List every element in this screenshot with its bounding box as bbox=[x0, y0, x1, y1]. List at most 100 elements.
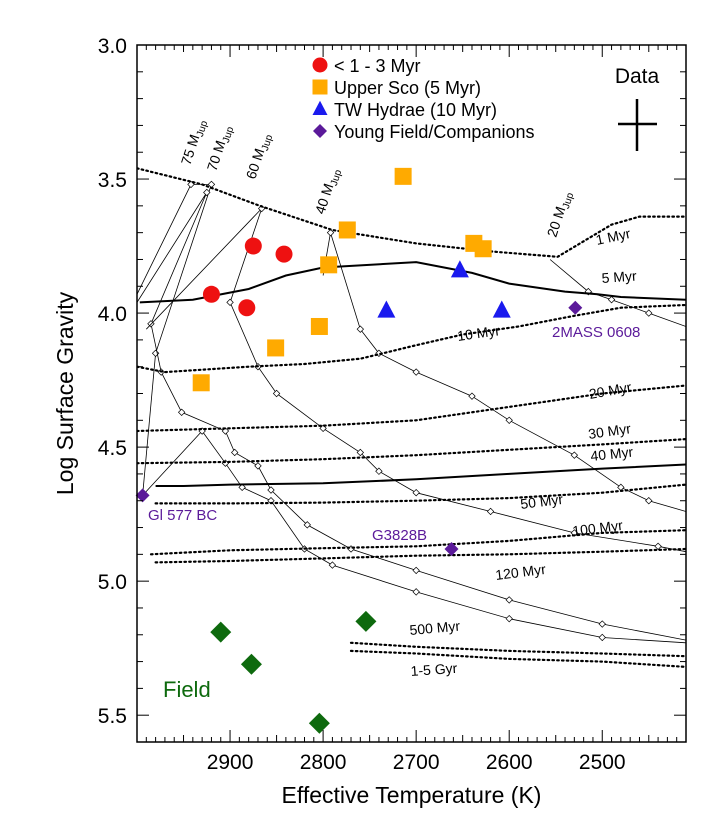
mass-label-40-m: 40 MJup bbox=[312, 166, 345, 217]
mass-track-node bbox=[303, 521, 311, 529]
legend-marker-tw-hydrae-10-myr bbox=[312, 100, 328, 115]
y-axis-label: Log Surface Gravity bbox=[52, 291, 78, 495]
mass-track-node bbox=[177, 408, 186, 416]
error-bar-key: Data bbox=[615, 65, 660, 151]
isochrone-label-10-myr: 10 Myr bbox=[456, 322, 501, 344]
mass-track-node bbox=[598, 633, 606, 642]
mass-track-node bbox=[319, 424, 327, 433]
data-point-upper-sco-5-myr bbox=[394, 167, 412, 185]
isochrone-30-myr bbox=[137, 438, 686, 465]
legend-label-young-field-companions: Young Field/Companions bbox=[334, 122, 534, 142]
mass-label-70-m: 70 MJup bbox=[204, 123, 237, 174]
mass-track-node bbox=[326, 228, 335, 237]
isochrone-500-myr bbox=[349, 641, 686, 658]
data-point-field bbox=[355, 610, 377, 632]
mass-label-20-m: 20 MJup bbox=[544, 189, 577, 240]
isochrone-40-myr bbox=[155, 463, 686, 487]
y-tick-label: 3.0 bbox=[98, 35, 127, 58]
mass-track-node bbox=[375, 467, 383, 475]
data-point-upper-sco-5-myr bbox=[310, 317, 328, 335]
legend-marker-young-field-companions bbox=[313, 124, 327, 138]
data-point-upper-sco-5-myr bbox=[267, 339, 285, 357]
annotation-g3828b: G3828B bbox=[372, 527, 427, 544]
annotation-gl-577-bc: Gl 577 BC bbox=[148, 507, 217, 524]
data-point-1-3-myr bbox=[202, 285, 220, 303]
x-axis-label: Effective Temperature (K) bbox=[282, 782, 542, 808]
mass-track-node bbox=[412, 368, 420, 376]
isochrone-label-1-5-gyr: 1-5 Gyr bbox=[410, 660, 458, 679]
mass-track-node bbox=[412, 566, 420, 575]
data-point-young-field-companions bbox=[135, 488, 150, 503]
y-tick-label: 5.5 bbox=[98, 705, 127, 728]
isochrone-label-20-myr: 20 Myr bbox=[588, 379, 633, 402]
x-tick-label: 2600 bbox=[486, 751, 533, 774]
isochrones bbox=[137, 167, 686, 669]
annotation-2mass-0608: 2MASS 0608 bbox=[552, 324, 640, 341]
x-tick-label: 2700 bbox=[393, 751, 440, 774]
y-tick-label: 4.5 bbox=[98, 437, 127, 460]
isochrone-label-40-myr: 40 Myr bbox=[590, 444, 635, 464]
data-point-young-field-companions bbox=[568, 300, 583, 315]
isochrone-label-5-myr: 5 Myr bbox=[601, 268, 637, 286]
isochrone-label-30-myr: 30 Myr bbox=[587, 420, 632, 442]
annotations: 2MASS 0608 Gl 577 BC G3828B Field bbox=[148, 324, 640, 702]
mass-track-node bbox=[570, 451, 579, 459]
mass-track-node bbox=[356, 448, 365, 457]
mass-track-node bbox=[412, 588, 420, 596]
isochrone-label-1-myr: 1 Myr bbox=[594, 225, 632, 248]
mass-track-node bbox=[505, 614, 513, 623]
mass-track-node bbox=[254, 462, 262, 470]
isochrone-label-100-myr: 100 Myr bbox=[571, 517, 623, 539]
mass-track-node bbox=[654, 542, 662, 550]
data-point-field bbox=[240, 653, 262, 675]
legend-label-1-3-myr: < 1 - 3 Myr bbox=[334, 56, 421, 76]
data-point-tw-hydrae-10-myr bbox=[450, 260, 469, 278]
isochrone-120-myr bbox=[154, 547, 686, 564]
mass-track-node bbox=[645, 497, 653, 505]
data-point-tw-hydrae-10-myr bbox=[492, 300, 511, 318]
isochrone-100-myr bbox=[149, 529, 686, 556]
y-tick-label: 4.0 bbox=[98, 303, 127, 326]
legend-marker-1-3-myr bbox=[312, 57, 328, 73]
x-tick-label: 2800 bbox=[300, 751, 347, 774]
legend-label-tw-hydrae-10-myr: TW Hydrae (10 Myr) bbox=[334, 100, 497, 120]
data-point-field bbox=[308, 712, 330, 734]
isochrone-20-myr bbox=[137, 384, 686, 433]
mass-track-node bbox=[328, 561, 337, 569]
data-points bbox=[135, 167, 583, 734]
data-key-label: Data bbox=[615, 65, 660, 88]
data-point-upper-sco-5-myr bbox=[192, 374, 210, 392]
mass-track-node bbox=[412, 488, 420, 497]
isochrone-50-myr bbox=[154, 483, 686, 505]
mass-track-node bbox=[468, 392, 476, 400]
data-point-tw-hydrae-10-myr bbox=[377, 300, 396, 318]
isochrone-label-50-myr: 50 Myr bbox=[519, 491, 564, 512]
data-point-upper-sco-5-myr bbox=[474, 240, 492, 258]
isochrone-1-5-gyr bbox=[349, 649, 686, 669]
data-point-1-3-myr bbox=[238, 299, 256, 317]
data-point-field bbox=[210, 621, 232, 643]
data-point-upper-sco-5-myr bbox=[338, 221, 356, 239]
mass-track-node bbox=[203, 188, 211, 197]
data-point-1-3-myr bbox=[275, 245, 293, 263]
mass-track-node bbox=[226, 298, 234, 307]
mass-track-node bbox=[267, 486, 275, 494]
mass-tracks bbox=[137, 180, 686, 644]
annotation-field: Field bbox=[163, 677, 211, 702]
legend-marker-upper-sco-5-myr bbox=[312, 79, 328, 95]
mass-track-node bbox=[645, 309, 653, 317]
isochrone-label-500-myr: 500 Myr bbox=[409, 618, 461, 638]
mass-label-60-m: 60 MJup bbox=[243, 131, 276, 182]
y-tick-label: 5.0 bbox=[98, 571, 127, 594]
x-tick-label: 2900 bbox=[207, 751, 254, 774]
mass-track-node bbox=[238, 483, 246, 492]
isochrone-label-120-myr: 120 Myr bbox=[494, 561, 546, 583]
isochrone-10-myr bbox=[137, 303, 686, 374]
isochrone-5-myr bbox=[139, 261, 686, 304]
mass-track-node bbox=[486, 507, 495, 516]
y-tick-label: 3.5 bbox=[98, 169, 127, 192]
